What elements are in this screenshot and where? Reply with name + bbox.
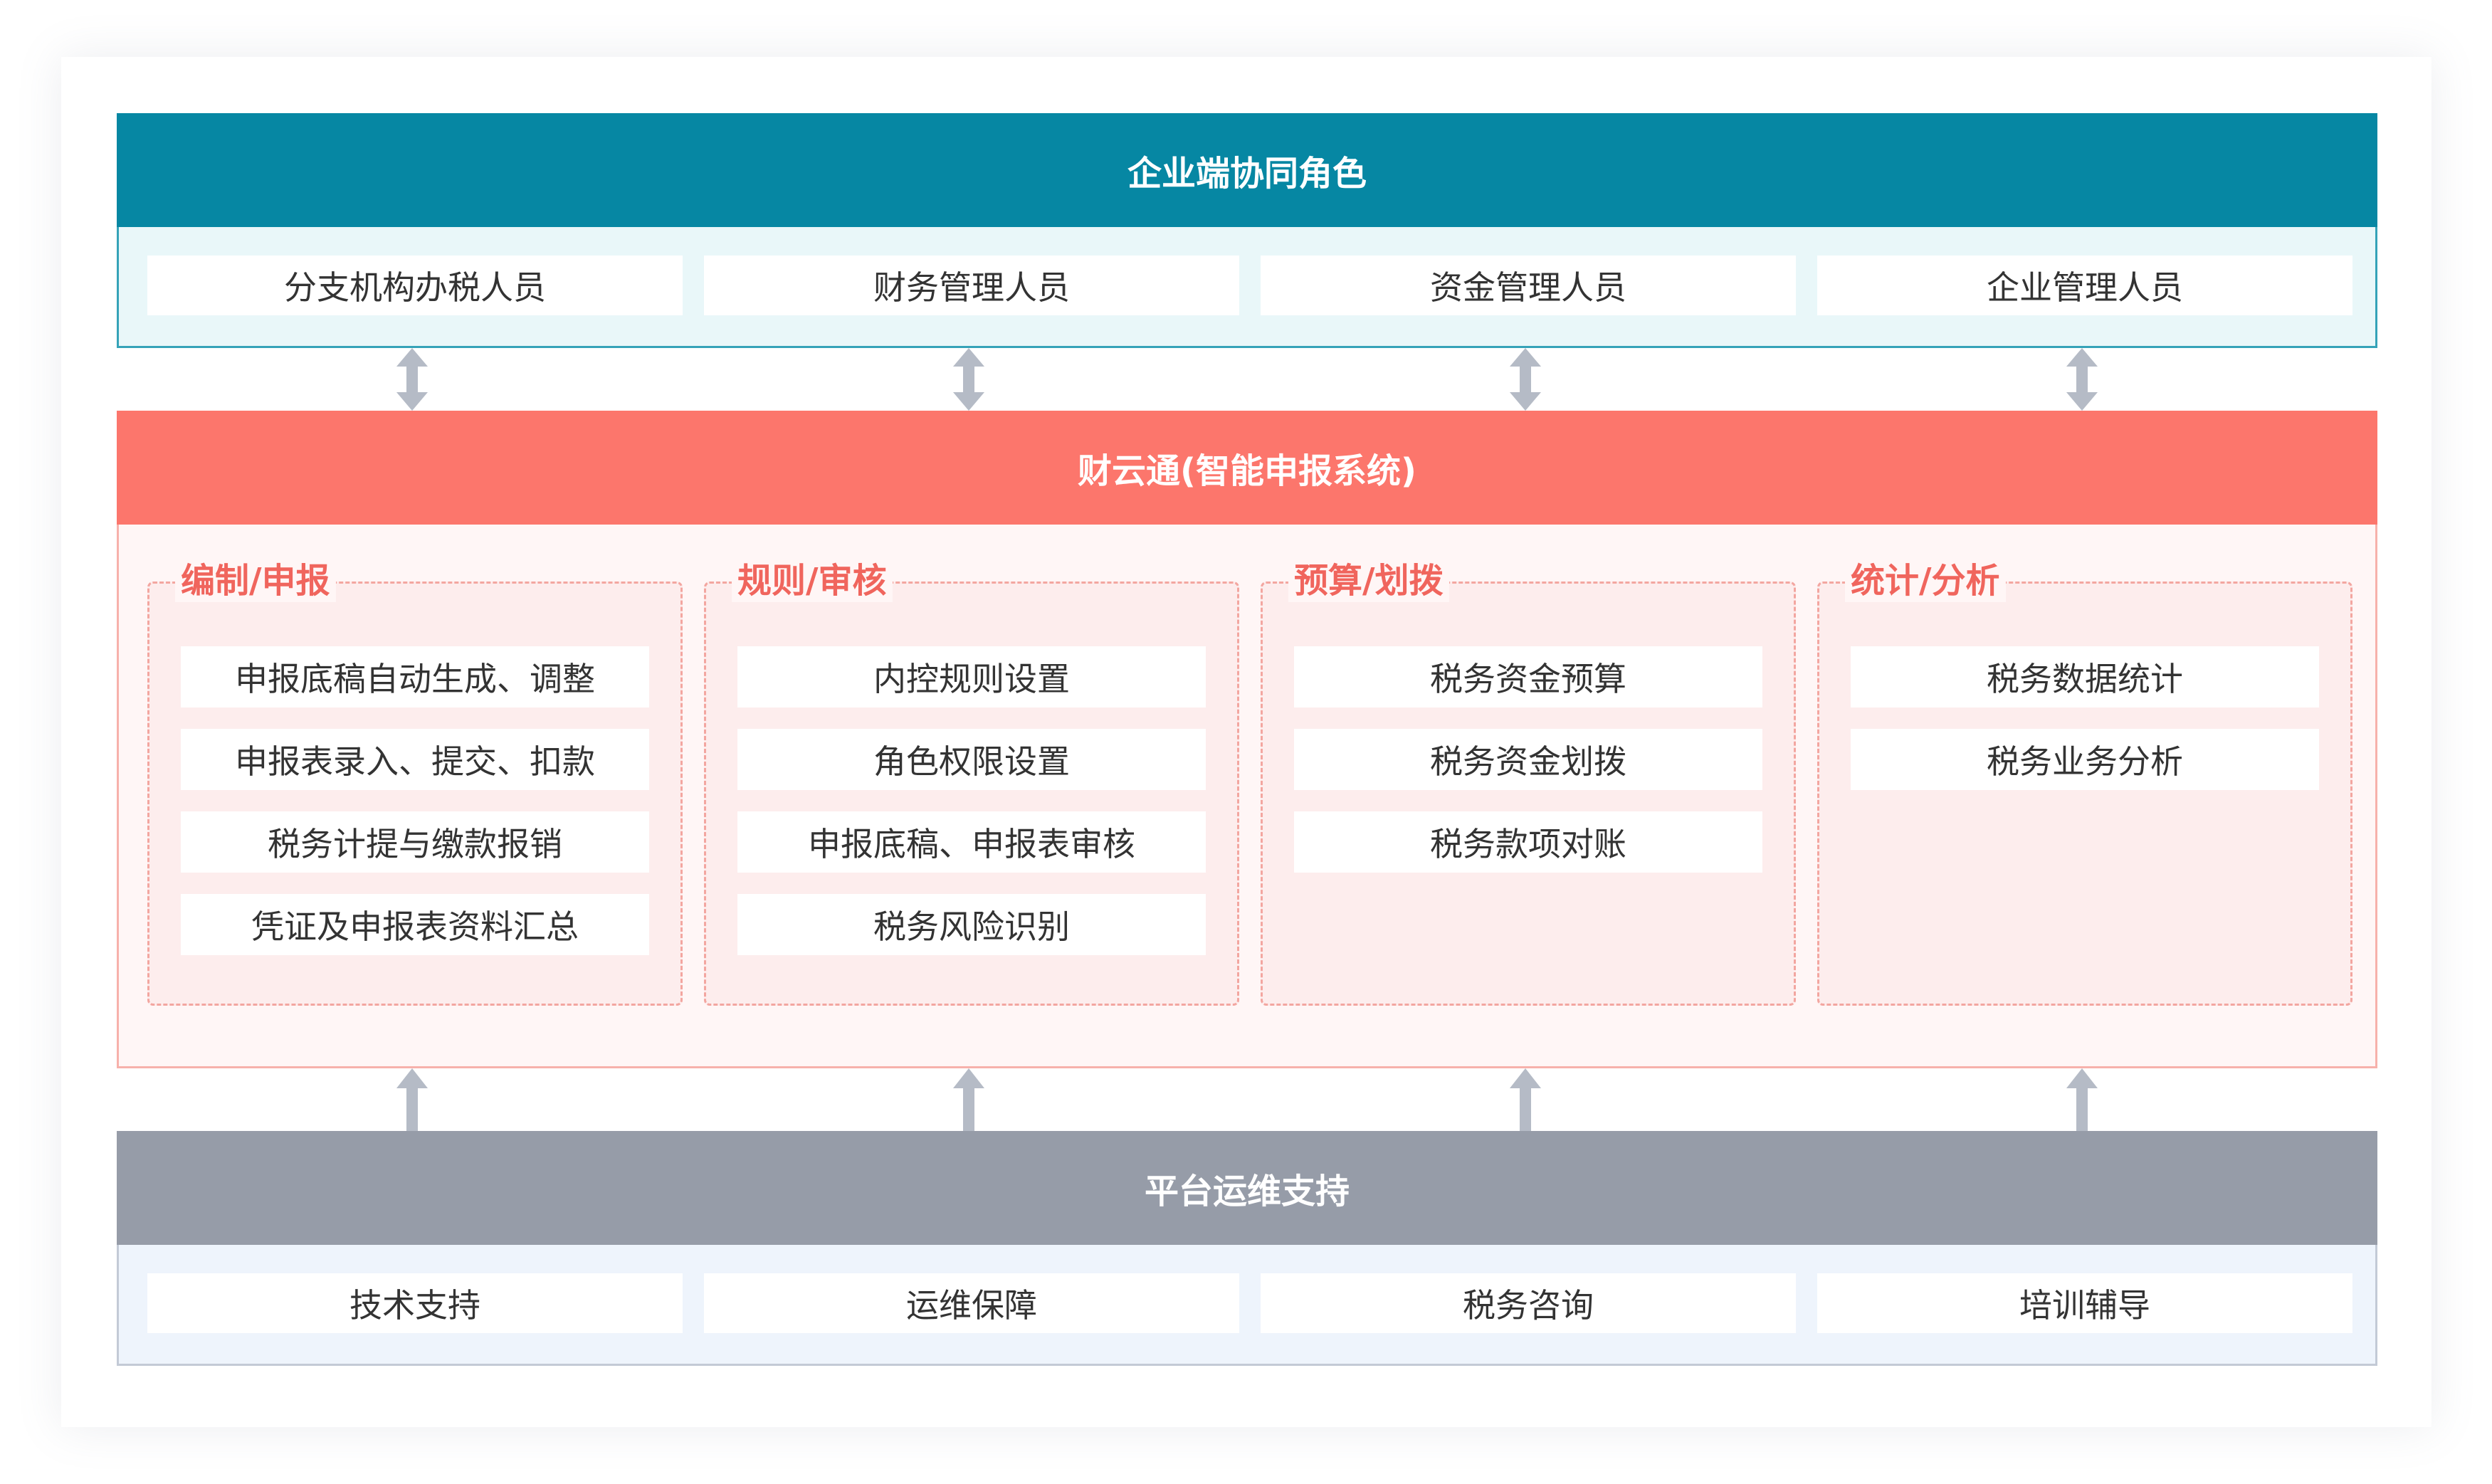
support-technical: 技术支持 — [147, 1273, 683, 1333]
platform-support-section: 平台运维支持 技术支持 运维保障 税务咨询 培训辅导 — [117, 1131, 2377, 1366]
module-budget-transfer: 预算/划拨 税务资金预算 税务资金划拨 税务款项对账 — [1261, 559, 1796, 1006]
module-item: 税务业务分析 — [1851, 729, 2319, 790]
smart-filing-system-body: 编制/申报 申报底稿自动生成、调整 申报表录入、提交、扣款 税务计提与缴款报销 … — [117, 525, 2377, 1068]
role-treasury-manager: 资金管理人员 — [1261, 256, 1796, 315]
platform-support-header: 平台运维支持 — [117, 1131, 2377, 1245]
support-operations: 运维保障 — [704, 1273, 1239, 1333]
module-item: 税务款项对账 — [1294, 811, 1762, 873]
module-item: 税务数据统计 — [1851, 646, 2319, 707]
module-item: 税务资金划拨 — [1294, 729, 1762, 790]
module-statistics-analysis: 统计/分析 税务数据统计 税务业务分析 — [1817, 559, 2352, 1006]
up-arrow-4 — [2066, 1068, 2098, 1131]
role-branch-tax-staff: 分支机构办税人员 — [147, 256, 683, 315]
support-training: 培训辅导 — [1817, 1273, 2352, 1333]
module-item: 申报底稿自动生成、调整 — [181, 646, 649, 707]
smart-filing-system-header: 财云通(智能申报系统) — [117, 411, 2377, 525]
module-item: 角色权限设置 — [737, 729, 1206, 790]
bidirectional-arrow-1 — [396, 348, 428, 411]
module-item: 税务计提与缴款报销 — [181, 811, 649, 873]
module-title: 规则/审核 — [732, 559, 893, 602]
up-arrow-3 — [1510, 1068, 1541, 1131]
module-title: 统计/分析 — [1845, 559, 2006, 602]
module-item: 税务资金预算 — [1294, 646, 1762, 707]
module-item: 税务风险识别 — [737, 894, 1206, 955]
up-arrow-2 — [953, 1068, 984, 1131]
module-item: 申报表录入、提交、扣款 — [181, 729, 649, 790]
role-finance-manager: 财务管理人员 — [704, 256, 1239, 315]
enterprise-roles-header: 企业端协同角色 — [117, 113, 2377, 227]
module-title: 编制/申报 — [175, 559, 336, 602]
enterprise-roles-body: 分支机构办税人员 财务管理人员 资金管理人员 企业管理人员 — [117, 227, 2377, 348]
smart-filing-system-section: 财云通(智能申报系统) 编制/申报 申报底稿自动生成、调整 申报表录入、提交、扣… — [117, 411, 2377, 1068]
bidirectional-arrow-3 — [1510, 348, 1541, 411]
module-title: 预算/划拨 — [1288, 559, 1449, 602]
up-arrow-1 — [396, 1068, 428, 1131]
module-prepare-file: 编制/申报 申报底稿自动生成、调整 申报表录入、提交、扣款 税务计提与缴款报销 … — [147, 559, 683, 1006]
support-tax-consulting: 税务咨询 — [1261, 1273, 1796, 1333]
role-enterprise-manager: 企业管理人员 — [1817, 256, 2352, 315]
module-rules-review: 规则/审核 内控规则设置 角色权限设置 申报底稿、申报表审核 税务风险识别 — [704, 559, 1239, 1006]
module-item: 凭证及申报表资料汇总 — [181, 894, 649, 955]
platform-support-body: 技术支持 运维保障 税务咨询 培训辅导 — [117, 1245, 2377, 1366]
bidirectional-arrow-2 — [953, 348, 984, 411]
module-item: 申报底稿、申报表审核 — [737, 811, 1206, 873]
bidirectional-arrow-4 — [2066, 348, 2098, 411]
module-item: 内控规则设置 — [737, 646, 1206, 707]
enterprise-roles-section: 企业端协同角色 分支机构办税人员 财务管理人员 资金管理人员 企业管理人员 — [117, 113, 2377, 348]
